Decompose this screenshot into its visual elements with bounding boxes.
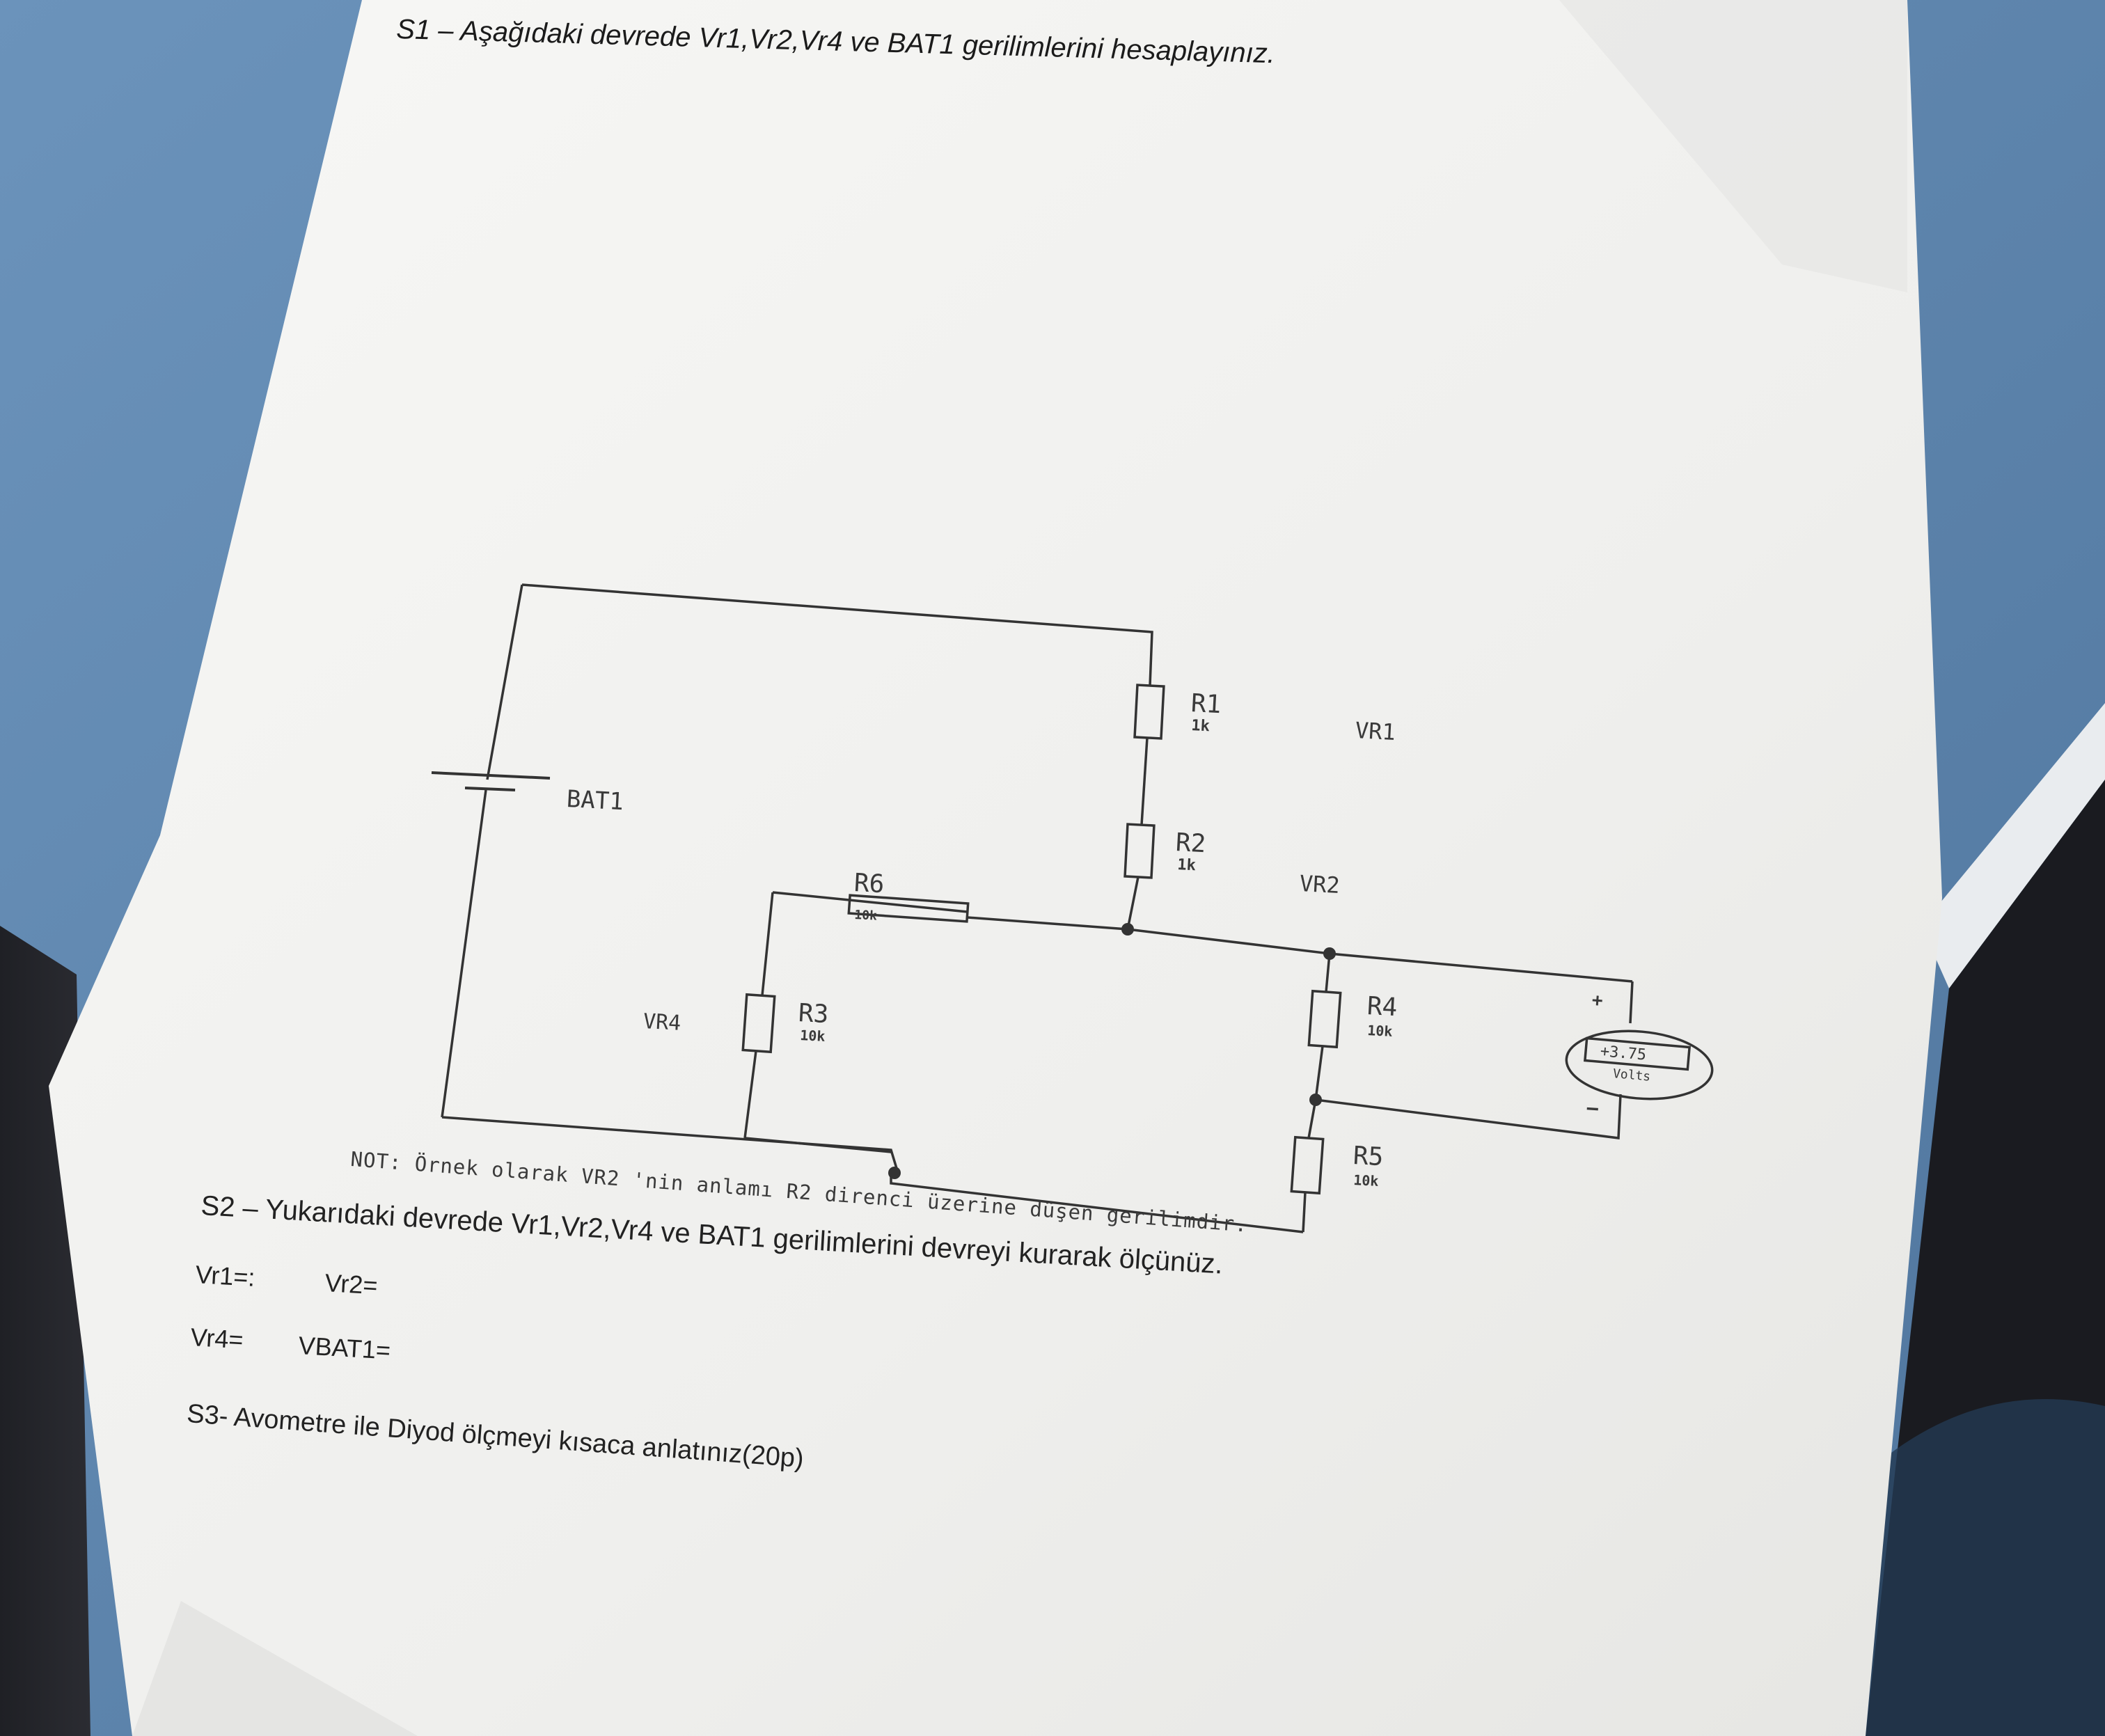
r3-body — [741, 993, 776, 1054]
paper-sheet — [49, 0, 1942, 1736]
wire-r4-top — [1325, 953, 1331, 993]
blue-cloth — [1852, 1399, 2105, 1736]
wire-middle — [1127, 928, 1633, 983]
answer-vbat1: VBAT1= — [297, 1331, 392, 1365]
junction-r4-r5 — [1309, 1094, 1322, 1106]
answer-vr1: Vr1=: — [194, 1260, 256, 1292]
battery-plate-long — [431, 771, 551, 780]
label-vr4: VR4 — [642, 1009, 682, 1036]
r4-body — [1307, 989, 1342, 1049]
wire-r5-top — [1307, 1099, 1317, 1139]
label-vr1: VR1 — [1355, 717, 1396, 745]
value-r1: 1k — [1190, 717, 1211, 736]
label-r4: R4 — [1366, 992, 1398, 1023]
wire-r5-bottom — [1302, 1192, 1307, 1233]
value-r5: 10k — [1353, 1171, 1380, 1190]
label-r5: R5 — [1352, 1142, 1385, 1172]
r1-body — [1133, 684, 1165, 740]
wire-r6-left — [772, 891, 968, 913]
voltmeter-display — [1583, 1036, 1692, 1071]
paper-shadow — [132, 1601, 418, 1736]
r6-body — [847, 894, 970, 923]
wire-r2-node — [1126, 876, 1140, 930]
paper-fold — [1559, 0, 1907, 292]
label-r1: R1 — [1190, 689, 1222, 720]
wire-r1-r2 — [1140, 737, 1149, 826]
label-r6: R6 — [853, 869, 885, 899]
r5-body — [1290, 1135, 1325, 1195]
value-r2: 1k — [1176, 856, 1197, 875]
junction-r2 — [1121, 923, 1134, 936]
answer-vr2: Vr2= — [324, 1268, 379, 1300]
voltmeter-plus: + — [1591, 990, 1604, 1012]
label-bat1: BAT1 — [565, 785, 624, 816]
wire-r3-bottom — [743, 1050, 757, 1139]
r2-body — [1124, 823, 1156, 879]
wire-top — [521, 583, 1153, 686]
value-r4: 10k — [1366, 1022, 1394, 1040]
wire-vm-top — [1629, 981, 1634, 1024]
battery-plate-short — [464, 787, 516, 791]
junction-bottom — [888, 1167, 901, 1179]
wire-r3-top — [761, 892, 774, 996]
label-vr2: VR2 — [1299, 870, 1341, 899]
value-r6: 10k — [853, 908, 878, 924]
label-r2: R2 — [1174, 828, 1207, 859]
junction-r4-top — [1323, 947, 1336, 960]
wire-r6-right — [967, 916, 1128, 931]
wire-bottom-left — [441, 1116, 899, 1174]
voltmeter-minus: − — [1585, 1096, 1600, 1122]
voltmeter-body — [1565, 1029, 1714, 1100]
device-edge — [1921, 703, 2105, 988]
wire-r4-bottom — [1314, 1045, 1324, 1100]
wire-vm-bottom — [1315, 1094, 1622, 1139]
value-r3: 10k — [799, 1027, 826, 1045]
wire-left-top — [486, 584, 523, 780]
wire-r3-join — [744, 1137, 892, 1153]
answer-vr4: Vr4= — [189, 1323, 244, 1355]
label-r3: R3 — [797, 999, 830, 1029]
wire-left-bottom — [441, 789, 487, 1118]
